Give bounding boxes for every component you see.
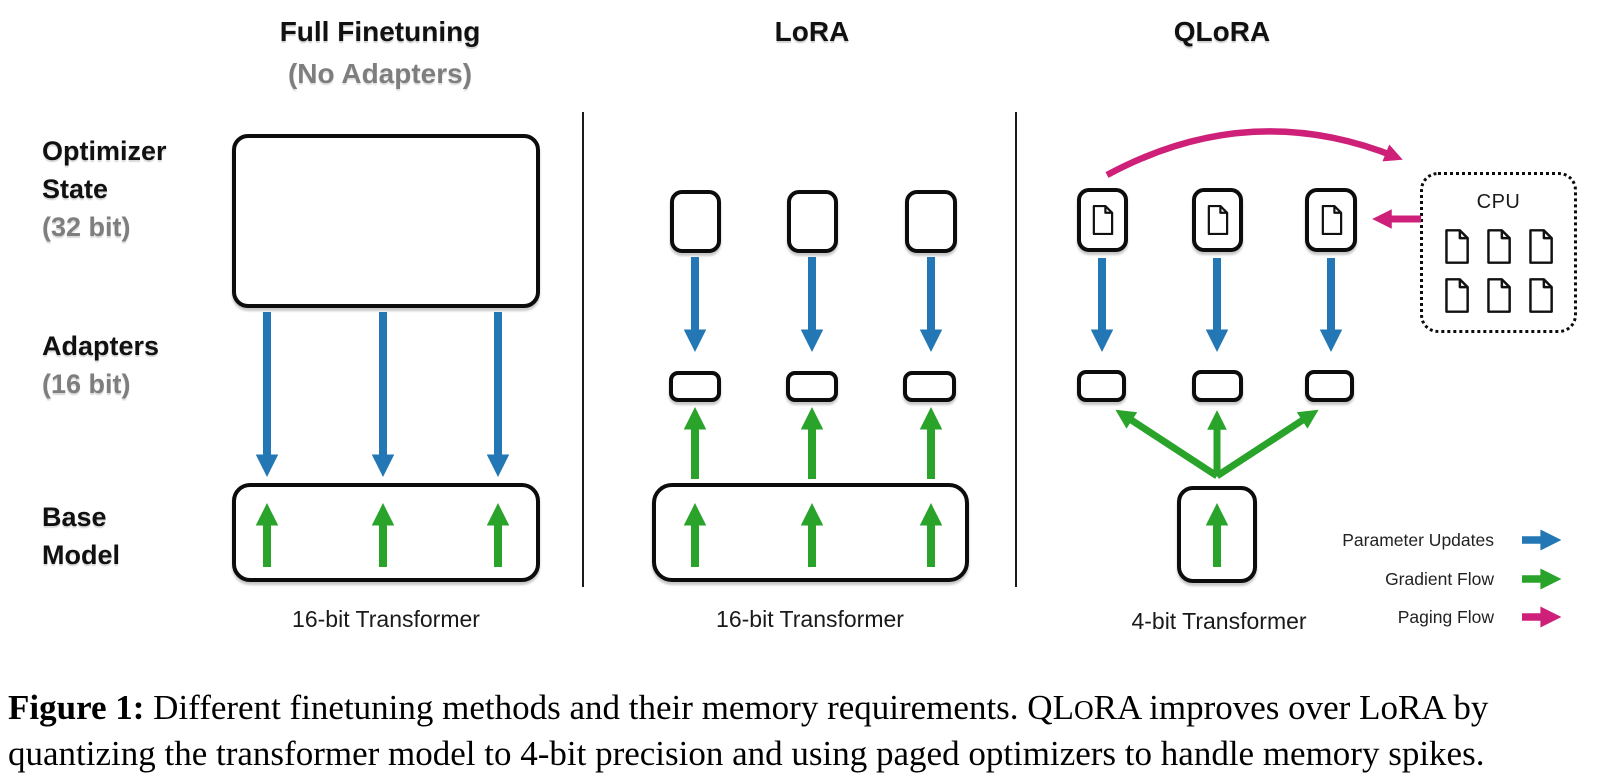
column-title-lora: LoRA [774, 16, 850, 47]
page-icon [1445, 229, 1469, 264]
page-icon [1445, 278, 1469, 313]
row-label-base-model: Base Model [42, 498, 120, 574]
page-icon [1487, 278, 1511, 313]
paged-optimizer-state-box-qlora [1077, 188, 1128, 252]
page-icon [1207, 204, 1229, 236]
column-subtitle-no-adapters: (No Adapters) [287, 58, 473, 89]
page-icon [1529, 229, 1553, 264]
cpu-box: CPU [1420, 172, 1577, 333]
cpu-label: CPU [1476, 191, 1521, 213]
row-label-optimizer-state: Optimizer State (32 bit) [42, 132, 167, 246]
optimizer-state-box-full [232, 134, 540, 308]
adapter-box-lora [786, 371, 838, 402]
legend-item-paging-flow: Paging Flow [1398, 604, 1507, 630]
base-model-box-qlora [1177, 486, 1257, 583]
transformer-label-full: 16-bit Transformer [292, 606, 480, 632]
base-label-line2: Model [42, 540, 120, 570]
transformer-label-qlora: 4-bit Transformer [1131, 608, 1307, 634]
column-title-qlora: QLoRA [1173, 16, 1271, 47]
paged-optimizer-state-box-qlora [1192, 188, 1243, 252]
gradient-flow-arrow [1215, 409, 1319, 479]
optimizer-state-box-lora [905, 190, 957, 253]
base-label-line1: Base [42, 502, 107, 532]
page-icon [1529, 278, 1553, 313]
optimizer-state-box-lora [787, 190, 838, 253]
row-label-adapters: Adapters (16 bit) [42, 327, 159, 403]
adapter-box-lora [903, 371, 956, 402]
page-icon [1487, 229, 1511, 264]
adapter-box-qlora [1077, 370, 1126, 402]
figure-caption: Figure 1: Different finetuning methods a… [8, 688, 1489, 773]
page-icon [1321, 204, 1342, 236]
paging-flow-arc [1105, 128, 1403, 178]
adapter-box-qlora [1305, 370, 1354, 402]
adapter-box-lora [669, 371, 721, 402]
optimizer-label-line3: (32 bit) [42, 212, 131, 242]
gradient-flow-arrow [1115, 409, 1219, 479]
cpu-paged-memory-grid [1442, 228, 1555, 314]
optimizer-label-line2: State [42, 174, 109, 204]
base-model-box-lora [652, 483, 969, 582]
adapter-box-qlora [1192, 370, 1243, 402]
optimizer-label-line1: Optimizer [42, 136, 167, 166]
adapters-label-line1: Adapters [42, 331, 160, 361]
transformer-label-lora: 16-bit Transformer [716, 606, 904, 632]
legend-label: Parameter Updates [1342, 529, 1494, 550]
page-icon [1092, 204, 1114, 236]
legend-item-gradient-flow: Gradient Flow [1385, 566, 1507, 592]
base-model-box-full [232, 483, 540, 582]
adapters-label-line2: (16 bit) [42, 369, 131, 399]
legend-label: Gradient Flow [1385, 568, 1494, 589]
legend-item-parameter-updates: Parameter Updates [1342, 527, 1507, 553]
optimizer-state-box-lora [670, 190, 721, 253]
paged-optimizer-state-box-qlora [1305, 188, 1357, 252]
legend-label: Paging Flow [1397, 606, 1494, 627]
column-title-full-finetuning: Full Finetuning [279, 16, 481, 47]
